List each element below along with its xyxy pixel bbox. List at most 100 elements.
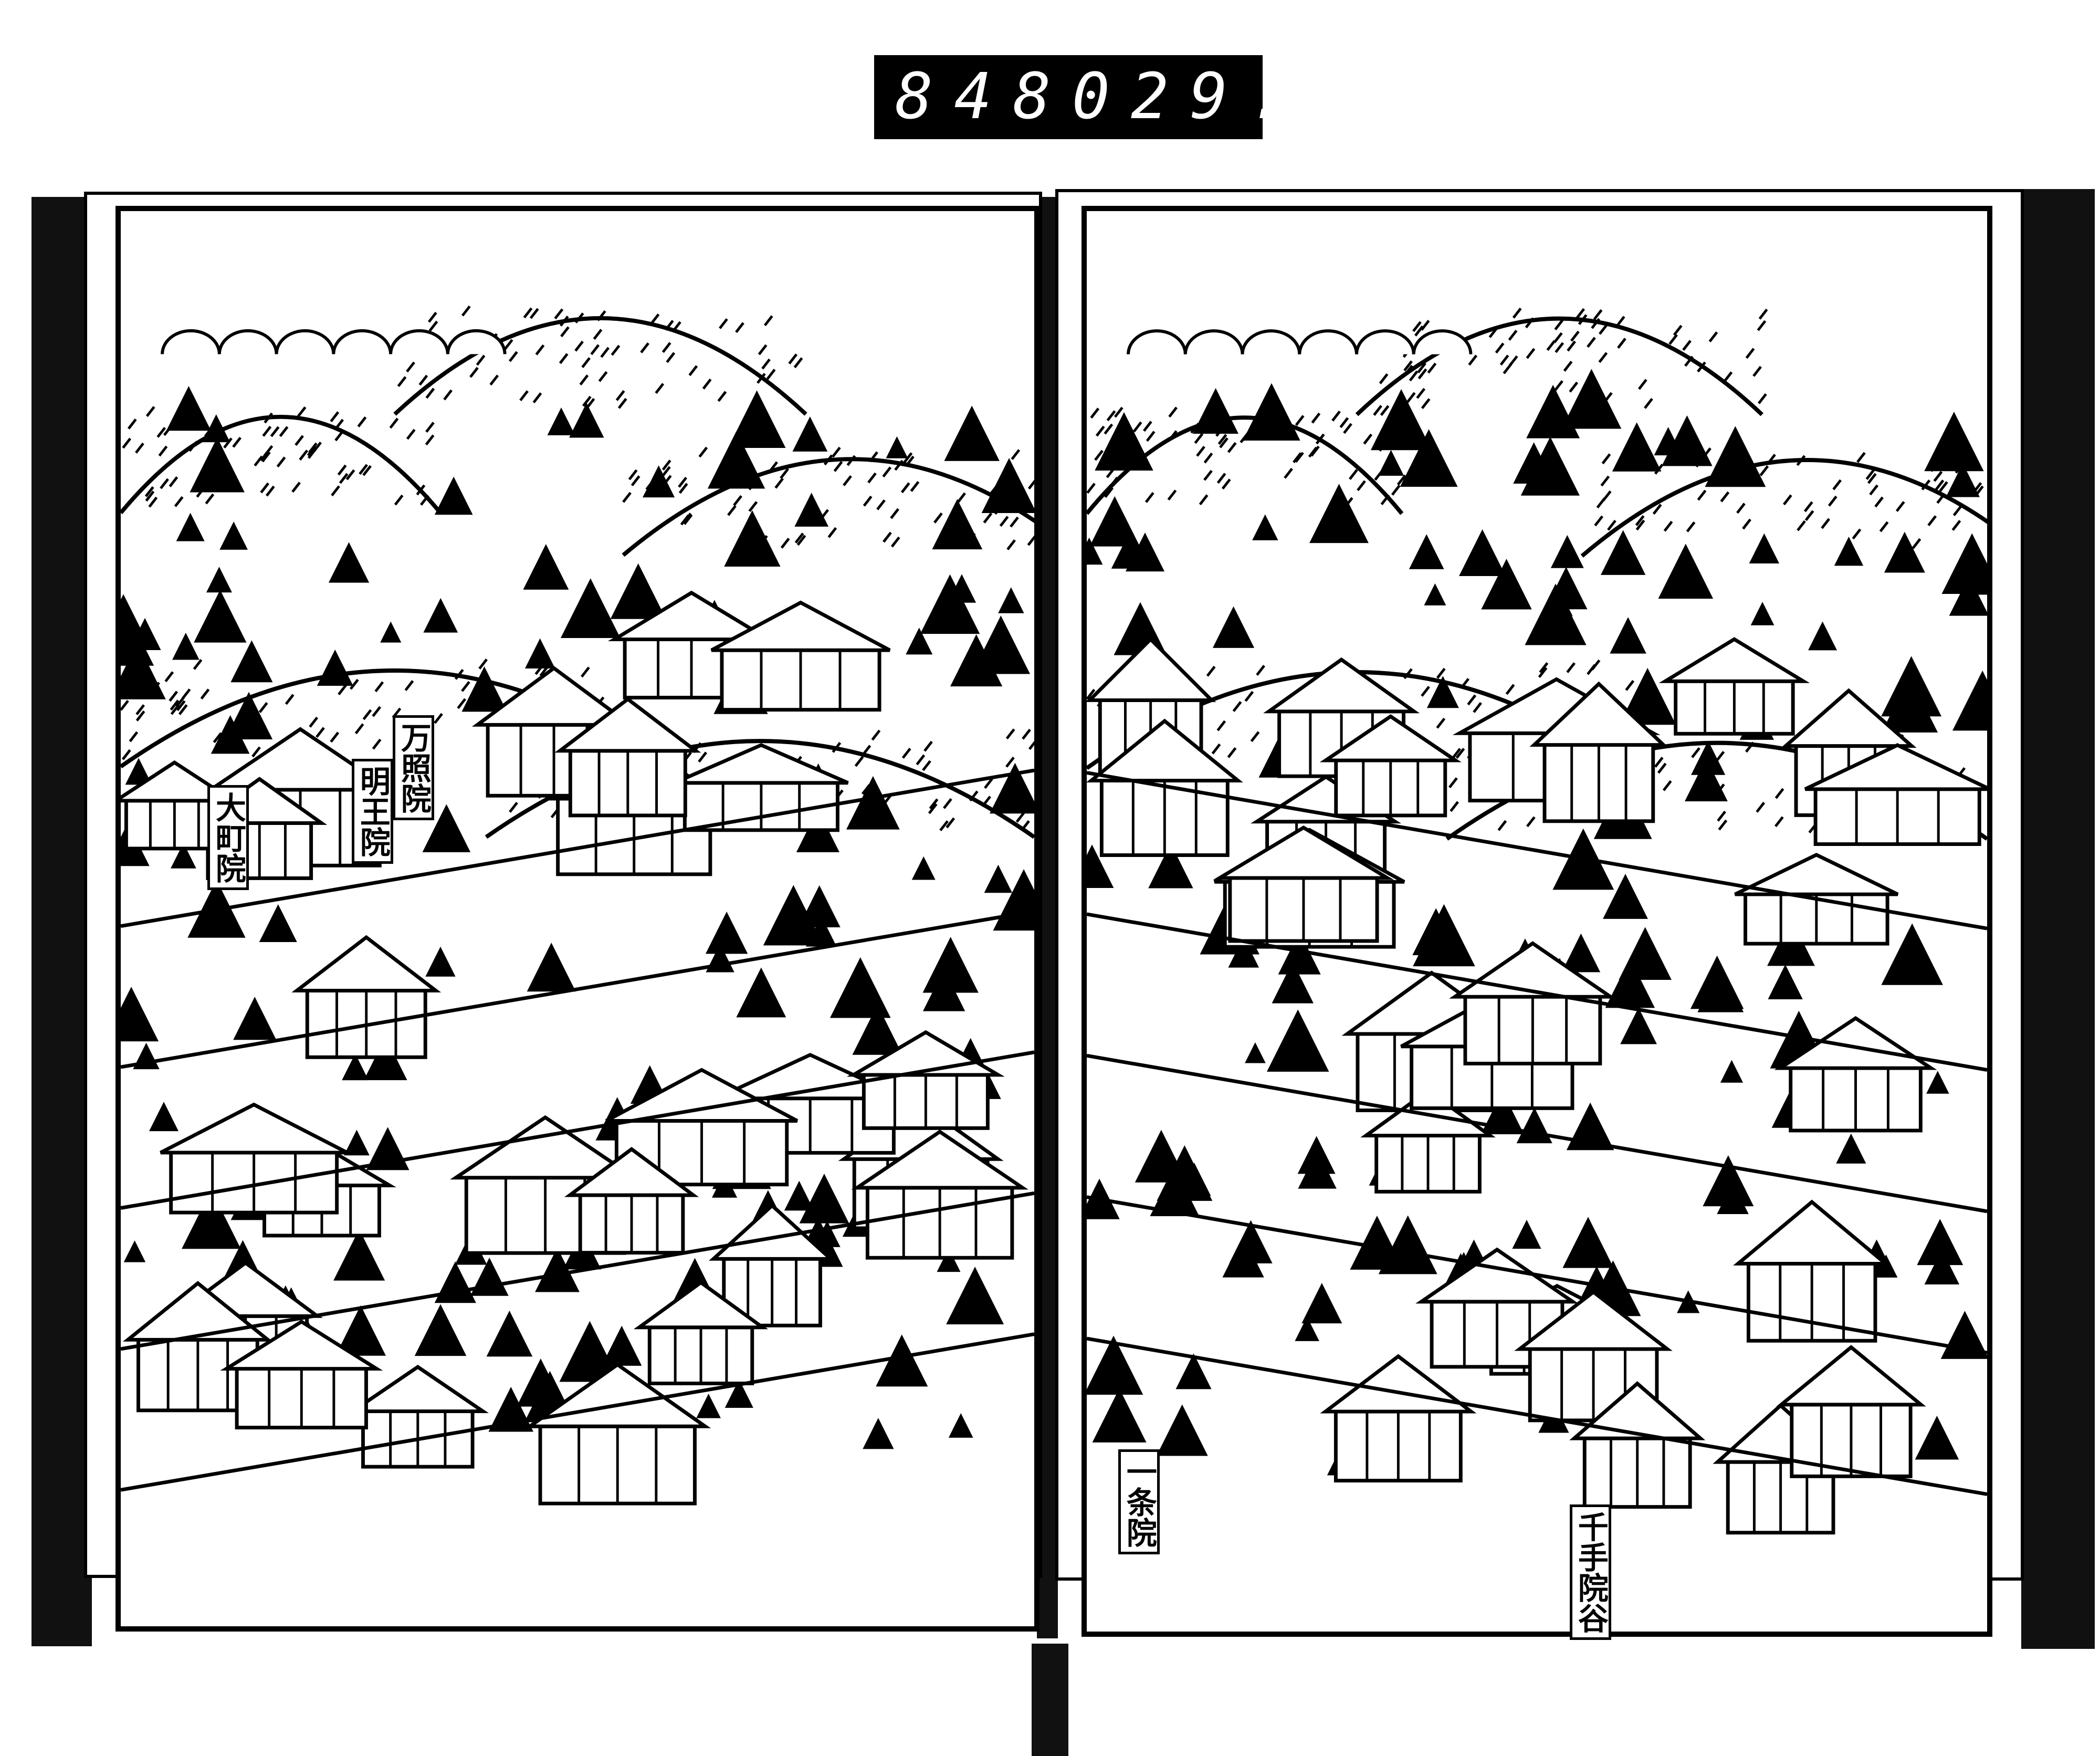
hill-hatching (862, 745, 872, 756)
hill-hatching (1199, 494, 1209, 506)
pine-tree-icon (123, 1240, 146, 1262)
frame-number: 029. (1072, 60, 1308, 133)
temple-roof (710, 600, 891, 652)
pine-tree-icon (523, 544, 569, 590)
hill-hatching (276, 456, 286, 468)
pine-tree-icon (560, 578, 621, 638)
hill-hatching (1607, 519, 1616, 531)
scan-frame-counter: 848 029. (874, 55, 1287, 139)
hill-hatching (279, 426, 289, 437)
hill-hatching (574, 340, 584, 352)
hill-hatching (1526, 816, 1536, 828)
hill-hatching (443, 389, 453, 401)
hill-hatching (1488, 327, 1498, 338)
pine-tree-icon (328, 542, 370, 583)
left-illustration (116, 206, 1040, 1632)
hill-hatching (579, 374, 589, 385)
hill-hatching (719, 318, 728, 329)
hill-hatching (843, 475, 852, 486)
hill-hatching (574, 312, 584, 323)
hill-hatching (1363, 433, 1373, 445)
hill-hatching (1615, 316, 1625, 327)
hill-hatching (683, 514, 693, 525)
hill-hatching (943, 798, 952, 809)
hill-hatching (1758, 393, 1767, 404)
hill-hatching (1555, 342, 1564, 353)
hill-hatching (666, 352, 676, 363)
hill-hatching (1315, 433, 1325, 445)
temple-roof (204, 727, 396, 792)
hill-hatching (1011, 449, 1021, 461)
hill-hatching (258, 702, 268, 713)
hill-hatching (1499, 354, 1509, 366)
pine-tree-icon (998, 587, 1024, 613)
hill-hatching (261, 451, 271, 463)
hill-hatching (698, 446, 708, 458)
hill-hatching (1512, 307, 1522, 319)
hill-hatching (309, 716, 319, 728)
pine-tree-icon (1601, 530, 1646, 575)
hill-hatching (1196, 445, 1205, 457)
hill-hatching (1221, 478, 1231, 490)
hill-hatching (316, 727, 325, 738)
hill-hatching (1250, 731, 1260, 743)
hill-hatching (425, 422, 435, 433)
hill-hatching (1563, 361, 1573, 372)
pine-tree-icon (1516, 1107, 1552, 1144)
hill-hatching (1028, 740, 1034, 750)
hill-hatching (1508, 355, 1518, 367)
hill-hatching (1803, 501, 1813, 513)
temple-roof (346, 1364, 489, 1414)
hill-hatching (1005, 756, 1015, 768)
hill-hatching (581, 357, 591, 368)
hill-hatching (662, 342, 671, 353)
hill-hatching (1951, 520, 1961, 531)
hill-hatching (1717, 810, 1726, 822)
hill-hatching (905, 455, 915, 467)
pine-tree-icon (814, 1220, 841, 1247)
hill-hatching (923, 740, 933, 752)
hill-hatching (1473, 702, 1482, 713)
hill-hatching (1293, 452, 1302, 464)
pine-tree-icon (1481, 559, 1532, 610)
pine-tree-icon (763, 885, 824, 946)
pine-tree-icon (1562, 1217, 1614, 1268)
pine-tree-icon (559, 1321, 621, 1382)
pine-tree-icon (425, 946, 456, 977)
hill-hatching (461, 681, 470, 692)
hill-hatching (532, 392, 542, 404)
hill-hatching (933, 512, 943, 524)
pine-tree-icon (121, 642, 166, 699)
hill-hatching (823, 454, 833, 466)
hill-hatching (1804, 510, 1814, 521)
hill-hatching (213, 732, 223, 744)
pine-tree-icon (1426, 676, 1459, 708)
pine-tree-icon (1295, 1316, 1319, 1341)
hill-hatching (254, 455, 264, 467)
hill-hatching (176, 700, 186, 712)
hill-hatching (1867, 473, 1877, 484)
hill-hatching (193, 659, 203, 670)
hill-hatching (1450, 801, 1460, 812)
hill-hatching (928, 803, 938, 814)
hill-hatching (1005, 728, 1015, 740)
hill-hatching (827, 527, 837, 538)
cloud-outline (1183, 329, 1244, 354)
pine-tree-icon (792, 416, 828, 452)
hill-hatching (425, 388, 435, 399)
hill-hatching (876, 499, 886, 510)
pine-tree-icon (1750, 601, 1774, 625)
pine-tree-icon (1952, 671, 1987, 731)
pine-tree-icon (1267, 1009, 1329, 1072)
hill-hatching (337, 464, 347, 476)
hill-hatching (349, 678, 359, 690)
temple-map-right (1087, 307, 1987, 1535)
hill-hatching (640, 342, 649, 353)
pine-tree-icon (461, 666, 507, 712)
hill-hatching (1767, 454, 1776, 465)
hill-hatching (1015, 811, 1025, 823)
compound-wall (1087, 1336, 1987, 1496)
hill-hatching (1448, 777, 1458, 789)
hill-hatching (1553, 332, 1563, 343)
pine-tree-icon (1552, 595, 1573, 616)
